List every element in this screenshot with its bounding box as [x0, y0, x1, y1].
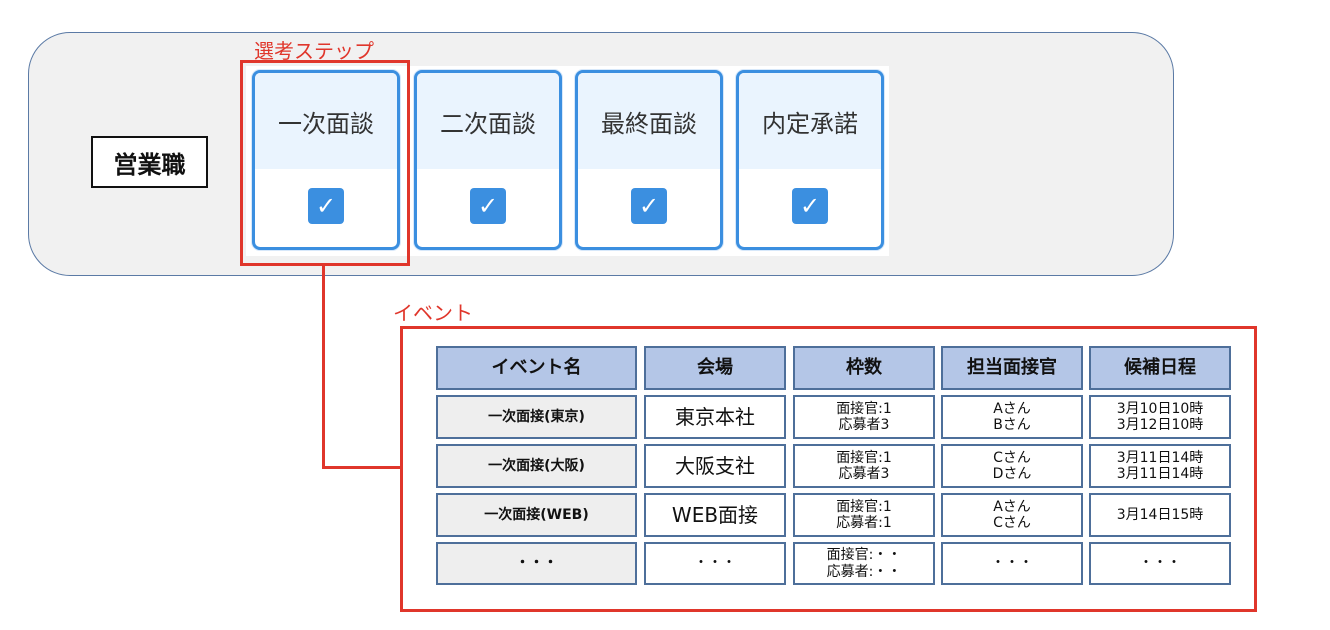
selected-step-highlight — [240, 60, 410, 266]
selection-steps-title: 選考ステップ — [254, 39, 374, 63]
table-cell-schedule: 3月10日10時 3月12日10時 — [1089, 395, 1231, 439]
connector-line-vertical — [322, 266, 325, 469]
job-label: 営業職 — [91, 136, 208, 188]
table-cell-schedule: 3月11日14時 3月11日14時 — [1089, 444, 1231, 488]
table-cell-slots: 面接官:1 応募者3 — [793, 444, 935, 488]
checkmark-icon[interactable]: ✓ — [470, 188, 506, 224]
table-header-event-name: イベント名 — [436, 346, 637, 390]
step-card[interactable]: 最終面談 ✓ — [575, 70, 723, 250]
table-header-venue: 会場 — [644, 346, 786, 390]
table-cell-venue: 大阪支社 — [644, 444, 786, 488]
step-label: 一次面談 — [255, 73, 397, 169]
table-cell-venue: 東京本社 — [644, 395, 786, 439]
checkmark-icon[interactable]: ✓ — [308, 188, 344, 224]
table-cell-interviewers: Aさん Cさん — [941, 493, 1083, 537]
table-cell-slots: 面接官:1 応募者3 — [793, 395, 935, 439]
step-card[interactable]: 一次面談 ✓ — [252, 70, 400, 250]
table-cell-slots: 面接官:・・ 応募者:・・ — [793, 542, 935, 585]
table-cell-venue: WEB面接 — [644, 493, 786, 537]
table-header-interviewers: 担当面接官 — [941, 346, 1083, 390]
step-label: 最終面談 — [578, 73, 720, 169]
event-title: イベント — [393, 301, 473, 325]
step-card[interactable]: 二次面談 ✓ — [414, 70, 562, 250]
table-cell-schedule: 3月14日15時 — [1089, 493, 1231, 537]
table-cell-event-name: 一次面接(大阪) — [436, 444, 637, 488]
step-card[interactable]: 内定承諾 ✓ — [736, 70, 884, 250]
table-header-schedule: 候補日程 — [1089, 346, 1231, 390]
step-label: 二次面談 — [417, 73, 559, 169]
table-cell-event-name: 一次面接(東京) — [436, 395, 637, 439]
step-label: 内定承諾 — [739, 73, 881, 169]
table-cell-schedule: ・・・ — [1089, 542, 1231, 585]
table-cell-slots: 面接官:1 応募者:1 — [793, 493, 935, 537]
table-cell-venue: ・・・ — [644, 542, 786, 585]
table-cell-interviewers: Cさん Dさん — [941, 444, 1083, 488]
table-cell-interviewers: ・・・ — [941, 542, 1083, 585]
connector-line-horizontal — [322, 466, 402, 469]
table-cell-event-name: ・・・ — [436, 542, 637, 585]
checkmark-icon[interactable]: ✓ — [792, 188, 828, 224]
table-cell-interviewers: Aさん Bさん — [941, 395, 1083, 439]
checkmark-icon[interactable]: ✓ — [631, 188, 667, 224]
table-header-slots: 枠数 — [793, 346, 935, 390]
table-cell-event-name: 一次面接(WEB) — [436, 493, 637, 537]
